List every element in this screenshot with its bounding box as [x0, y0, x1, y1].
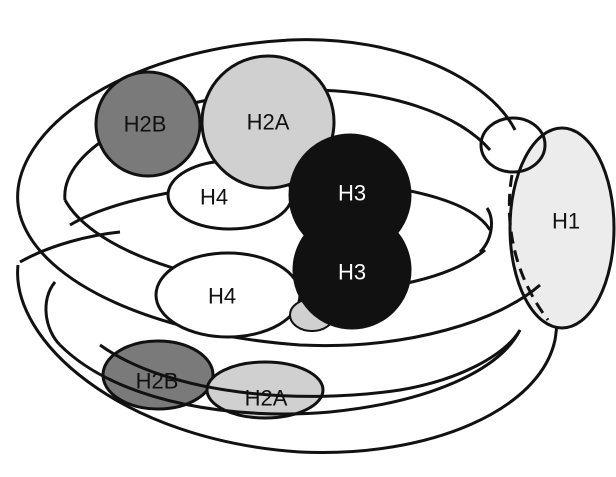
- dna-lower-gyre-front: [99, 329, 522, 398]
- h2a-bottom-histone: [205, 360, 325, 420]
- h2a-top-label: H2A: [247, 110, 290, 135]
- bottom-layer-histones: H2B H2A: [101, 339, 325, 420]
- h1-histone-group: H1: [508, 126, 616, 330]
- upper-gyre-bottom-edge: [18, 214, 541, 348]
- h1-label: H1: [552, 209, 580, 234]
- h3-bottom-label: H3: [338, 260, 366, 285]
- dna-small-hook: [478, 207, 493, 254]
- lower-gyre-left-top: [19, 230, 121, 264]
- h4-top-label: H4: [200, 185, 228, 210]
- dna-lower-gyre: [16, 230, 559, 455]
- h2a-top-histone: [200, 54, 336, 190]
- h2b-top-histone: [94, 70, 202, 178]
- h4-bottom-label: H4: [208, 284, 236, 309]
- h2b-top-label: H2B: [124, 112, 167, 137]
- h2a-bottom-label: H2A: [245, 386, 288, 411]
- lower-gyre-outer-edge: [16, 264, 559, 455]
- upper-gyre-outer-edge: [16, 38, 517, 216]
- lower-gyre-front-edge: [99, 329, 522, 398]
- h1-histone: [508, 126, 616, 330]
- h3-top-label: H3: [338, 181, 366, 206]
- lower-gyre-inner-edge: [58, 329, 522, 416]
- top-layer-histones: H4 H2B H2A H3 H4 H3: [94, 54, 412, 339]
- lower-gyre-left-inner: [44, 281, 62, 347]
- h3-bottom-histone: [292, 210, 412, 330]
- dna-entry-loop: [479, 116, 547, 174]
